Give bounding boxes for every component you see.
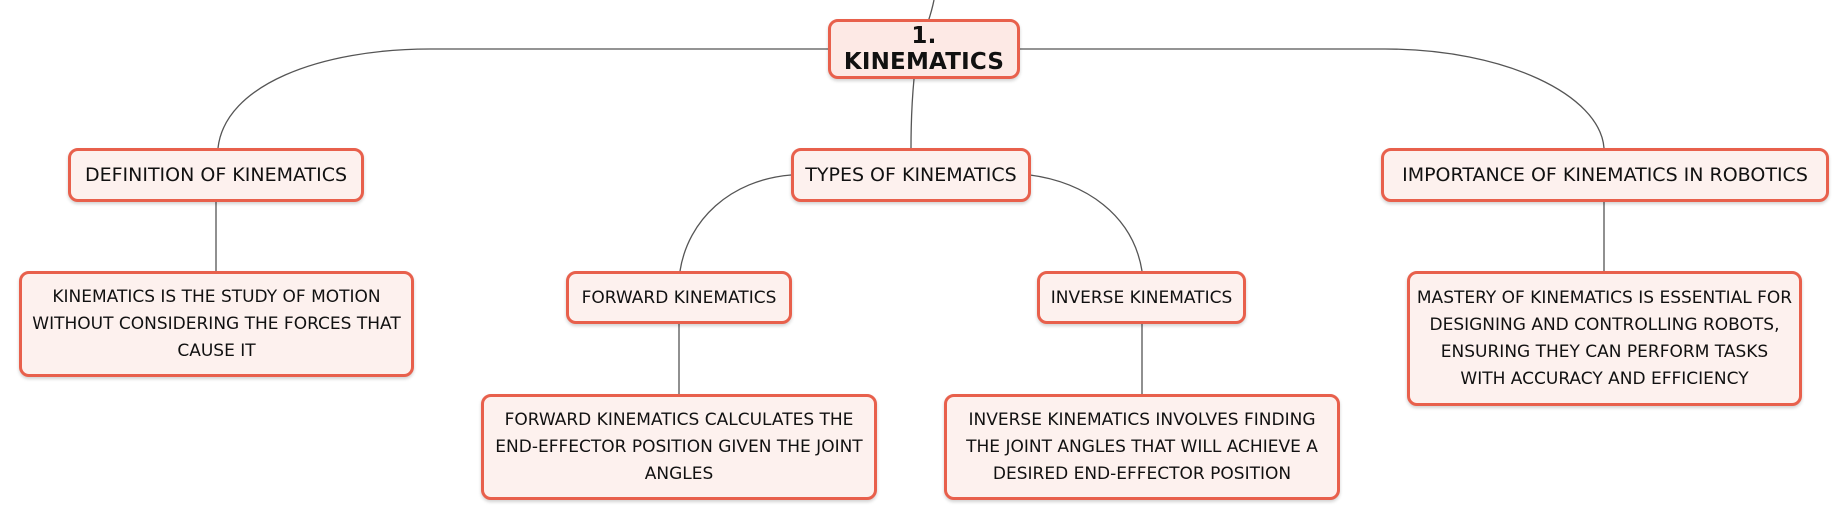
inverse-detail-text: INVERSE KINEMATICS INVOLVES FINDING THE … (966, 409, 1318, 484)
inverse-detail-node[interactable]: INVERSE KINEMATICS INVOLVES FINDING THE … (944, 394, 1340, 500)
connector-types-to-inverse (1029, 174, 1143, 272)
topic-types-label: TYPES OF KINEMATICS (805, 164, 1017, 186)
connector-root-to-importance (1020, 48, 1605, 149)
root-node-label: 1. KINEMATICS (843, 23, 1005, 75)
importance-detail-text: MASTERY OF KINEMATICS IS ESSENTIAL FOR D… (1416, 287, 1793, 389)
root-node[interactable]: 1. KINEMATICS (828, 19, 1020, 79)
definition-detail-node[interactable]: KINEMATICS IS THE STUDY OF MOTION WITHOU… (19, 271, 414, 377)
connector-root-to-types (910, 78, 915, 149)
topic-definition-node[interactable]: DEFINITION OF KINEMATICS (68, 148, 364, 202)
subtopic-forward-node[interactable]: FORWARD KINEMATICS (566, 271, 792, 324)
topic-importance-label: IMPORTANCE OF KINEMATICS IN ROBOTICS (1402, 164, 1808, 186)
topic-types-node[interactable]: TYPES OF KINEMATICS (791, 148, 1031, 202)
subtopic-forward-label: FORWARD KINEMATICS (581, 287, 777, 308)
forward-detail-node[interactable]: FORWARD KINEMATICS CALCULATES THE END-EF… (481, 394, 877, 500)
definition-detail-text: KINEMATICS IS THE STUDY OF MOTION WITHOU… (32, 286, 401, 361)
forward-detail-text: FORWARD KINEMATICS CALCULATES THE END-EF… (495, 409, 863, 484)
connector-types-to-forward (679, 174, 792, 272)
topic-definition-label: DEFINITION OF KINEMATICS (84, 164, 348, 186)
importance-detail-node[interactable]: MASTERY OF KINEMATICS IS ESSENTIAL FOR D… (1407, 271, 1802, 406)
topic-importance-node[interactable]: IMPORTANCE OF KINEMATICS IN ROBOTICS (1381, 148, 1829, 202)
subtopic-inverse-label: INVERSE KINEMATICS (1050, 287, 1233, 308)
connector-root-to-definition (217, 48, 830, 149)
subtopic-inverse-node[interactable]: INVERSE KINEMATICS (1037, 271, 1246, 324)
